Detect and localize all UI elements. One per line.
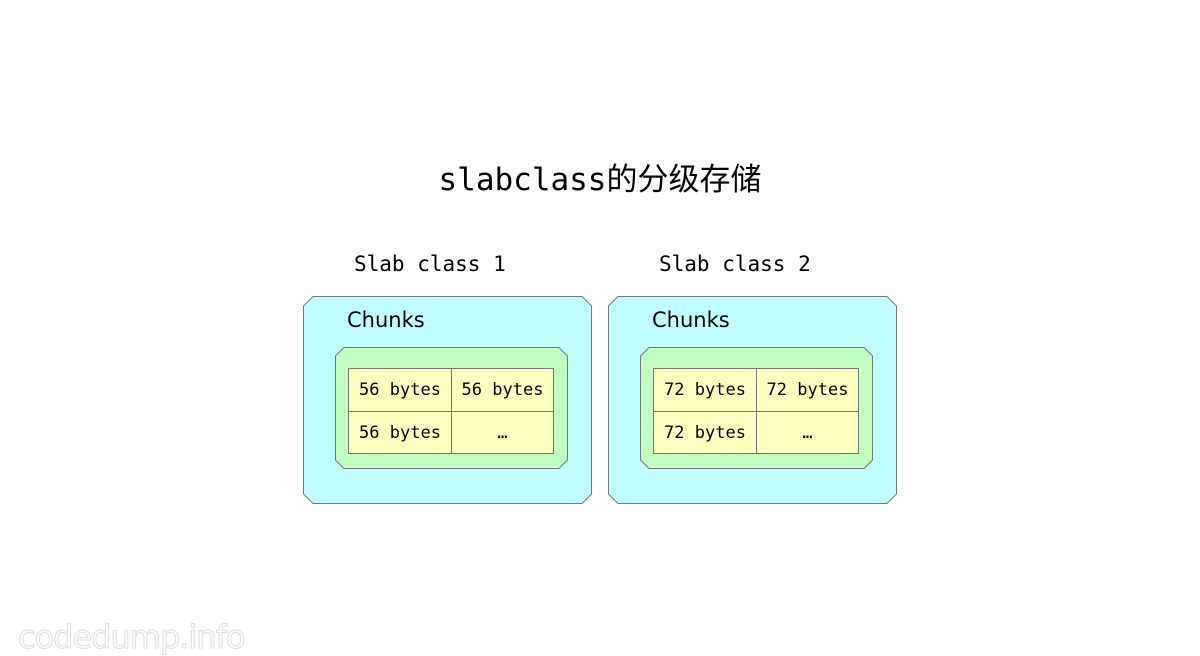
watermark: codedump.info xyxy=(17,618,245,656)
chunk-cell: … xyxy=(756,411,858,453)
chunks-container: 56 bytes 56 bytes 56 bytes … xyxy=(335,347,567,468)
chunks-label: Chunks xyxy=(347,308,425,332)
chunks-container: 72 bytes 72 bytes 72 bytes … xyxy=(640,347,872,468)
slab-class-2-label: Slab class 2 xyxy=(659,252,811,276)
chunk-grid: 72 bytes 72 bytes 72 bytes … xyxy=(653,368,859,454)
chunk-cell: 72 bytes xyxy=(654,411,756,453)
slab-class-1: Chunks 56 bytes 56 bytes 56 bytes … xyxy=(303,296,593,506)
slab-class-2: Chunks 72 bytes 72 bytes 72 bytes … xyxy=(608,296,898,506)
chunk-cell: 56 bytes xyxy=(451,369,553,411)
chunk-cell: 56 bytes xyxy=(359,380,441,400)
chunk-cell: 72 bytes xyxy=(664,380,746,400)
diagram-title: slabclass的分级存储 xyxy=(438,162,762,198)
chunk-grid: 56 bytes 56 bytes 56 bytes … xyxy=(348,368,554,454)
chunk-cell: 56 bytes xyxy=(349,411,451,453)
chunks-label: Chunks xyxy=(652,308,730,332)
slab-class-1-label: Slab class 1 xyxy=(354,252,506,276)
chunk-cell: 72 bytes xyxy=(756,369,858,411)
chunk-cell: … xyxy=(451,411,553,453)
